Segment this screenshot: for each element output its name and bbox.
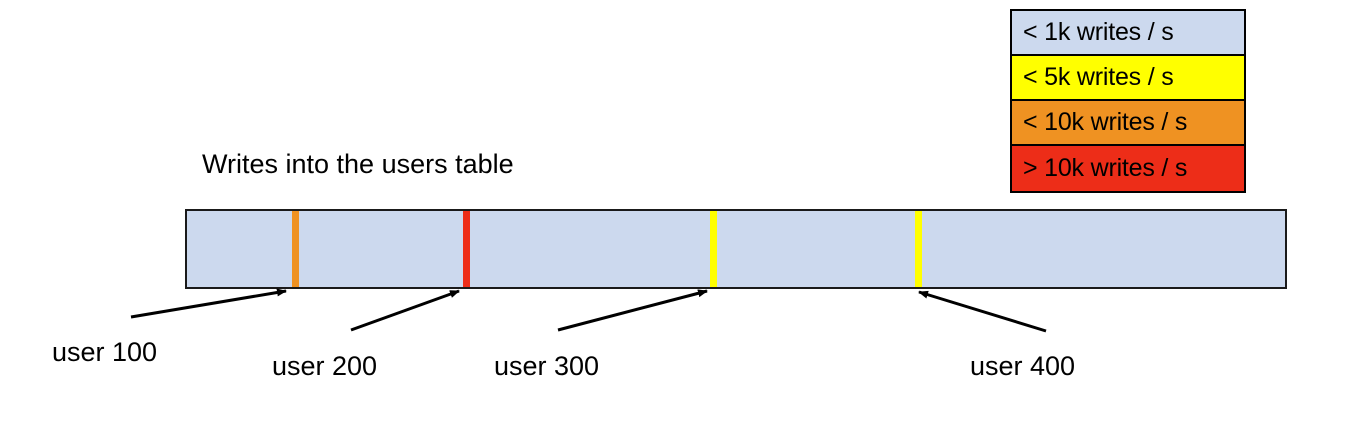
stripe-user-100 xyxy=(291,211,299,287)
stripe-user-300 xyxy=(710,211,718,287)
label-user-400: user 400 xyxy=(970,351,1076,381)
stripe-user-400 xyxy=(915,211,923,287)
arrow-user-100 xyxy=(130,288,287,319)
legend-row-lt-10k: < 10k writes / s xyxy=(1012,101,1244,146)
label-user-100: user 100 xyxy=(52,337,158,367)
legend-label: > 10k writes / s xyxy=(1023,154,1188,182)
legend-label: < 5k writes / s xyxy=(1023,63,1174,91)
arrow-user-300 xyxy=(557,289,708,332)
users-table-bar xyxy=(185,209,1287,289)
chart-title: Writes into the users table xyxy=(202,149,514,179)
stripe-user-200 xyxy=(463,211,471,287)
label-user-200: user 200 xyxy=(272,351,378,381)
legend-row-lt-5k: < 5k writes / s xyxy=(1012,56,1244,101)
arrow-user-200 xyxy=(350,289,460,332)
legend-label: < 10k writes / s xyxy=(1023,108,1188,136)
label-user-300: user 300 xyxy=(494,351,600,381)
legend-row-gt-10k: > 10k writes / s xyxy=(1012,146,1244,191)
legend-label: < 1k writes / s xyxy=(1023,18,1174,46)
write-rate-legend: < 1k writes / s < 5k writes / s < 10k wr… xyxy=(1010,9,1246,193)
arrow-user-400 xyxy=(918,290,1047,333)
legend-row-lt-1k: < 1k writes / s xyxy=(1012,11,1244,56)
